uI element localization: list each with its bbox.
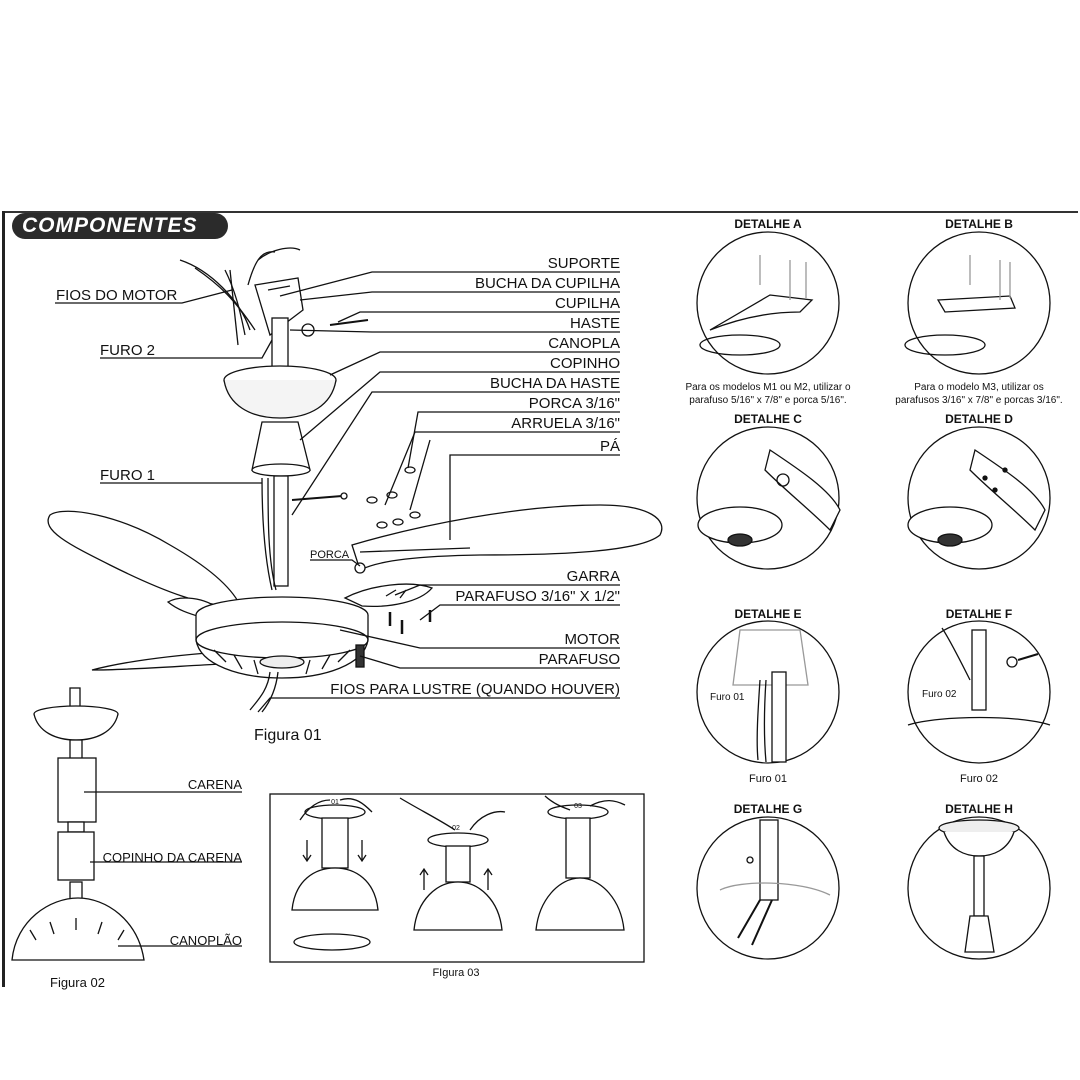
caption-figura-03: FIgura 03: [432, 967, 479, 979]
detail-f-drawing: [907, 620, 1051, 764]
section-header-pill: [12, 213, 228, 239]
detail-a-note-2: parafuso 5/16" x 7/8" e porca 5/16".: [689, 395, 846, 406]
label-parafuso: PARAFUSO: [539, 651, 620, 668]
detail-h-title: DETALHE H: [945, 802, 1013, 816]
label-suporte: SUPORTE: [548, 255, 620, 272]
label-porca: PORCA: [310, 549, 350, 561]
detail-e-drawing: [696, 620, 840, 764]
label-motor: MOTOR: [564, 631, 620, 648]
detail-c-drawing: [696, 426, 841, 570]
section-header-title: COMPONENTES: [22, 214, 198, 237]
detail-b-note-2: parafusos 3/16" x 7/8" e porcas 3/16".: [895, 395, 1062, 406]
detail-e-title: DETALHE E: [734, 607, 801, 621]
canopy-kit-drawing: [11, 687, 242, 961]
detail-g-drawing: [696, 816, 840, 960]
label-canopla: CANOPLA: [548, 335, 620, 352]
fan-exploded-view: [47, 247, 663, 713]
label-copinho-carena: COPINHO DA CARENA: [103, 850, 243, 865]
detail-b-note-1: Para o modelo M3, utilizar os: [914, 382, 1044, 393]
label-furo1: FURO 1: [100, 467, 155, 484]
assembly-steps-drawing: [291, 795, 626, 951]
label-porca-316: PORCA 3/16": [529, 395, 620, 412]
label-fios-lustre: FIOS PARA LUSTRE (QUANDO HOUVER): [330, 681, 620, 698]
label-fios-motor: FIOS DO MOTOR: [56, 287, 178, 304]
detail-c-title: DETALHE C: [734, 412, 802, 426]
detail-b-title: DETALHE B: [945, 217, 1013, 231]
caption-figura-02: Figura 02: [50, 975, 105, 990]
label-carena: CARENA: [188, 777, 243, 792]
label-parafuso-316: PARAFUSO 3/16" X 1/2": [455, 588, 620, 605]
caption-figura-01: Figura 01: [254, 727, 322, 744]
detail-f-caption: Furo 02: [960, 773, 998, 785]
detail-b-drawing: [904, 231, 1051, 375]
label-pa: PÁ: [600, 438, 620, 455]
label-haste: HASTE: [570, 315, 620, 332]
label-cupilha: CUPILHA: [555, 295, 620, 312]
label-arruela: ARRUELA 3/16": [511, 415, 620, 432]
label-copinho: COPINHO: [550, 355, 620, 372]
detail-d-title: DETALHE D: [945, 412, 1013, 426]
detail-a-title: DETALHE A: [734, 217, 802, 231]
label-bucha-haste: BUCHA DA HASTE: [490, 375, 620, 392]
left-rule: [2, 211, 5, 987]
detail-e-caption: Furo 01: [749, 773, 787, 785]
label-furo2: FURO 2: [100, 342, 155, 359]
detail-e-inner-label: Furo 01: [710, 692, 745, 703]
step-01-label: 01: [331, 799, 339, 806]
detail-f-title: DETALHE F: [946, 607, 1012, 621]
top-rule: [2, 211, 1078, 213]
step-02-label: 02: [452, 825, 460, 832]
label-canoplao: CANOPLÃO: [170, 933, 242, 948]
detail-d-drawing: [907, 426, 1051, 570]
detail-a-drawing: [696, 231, 840, 375]
detail-h-drawing: [907, 816, 1051, 960]
figure-03-frame: [269, 793, 645, 963]
detail-a-note-1: Para os modelos M1 ou M2, utilizar o: [685, 382, 851, 393]
detail-f-inner-label: Furo 02: [922, 689, 957, 700]
label-garra: GARRA: [567, 568, 620, 585]
step-03-label: 03: [574, 803, 582, 810]
detail-g-title: DETALHE G: [734, 802, 802, 816]
label-bucha-cupilha: BUCHA DA CUPILHA: [475, 275, 620, 292]
